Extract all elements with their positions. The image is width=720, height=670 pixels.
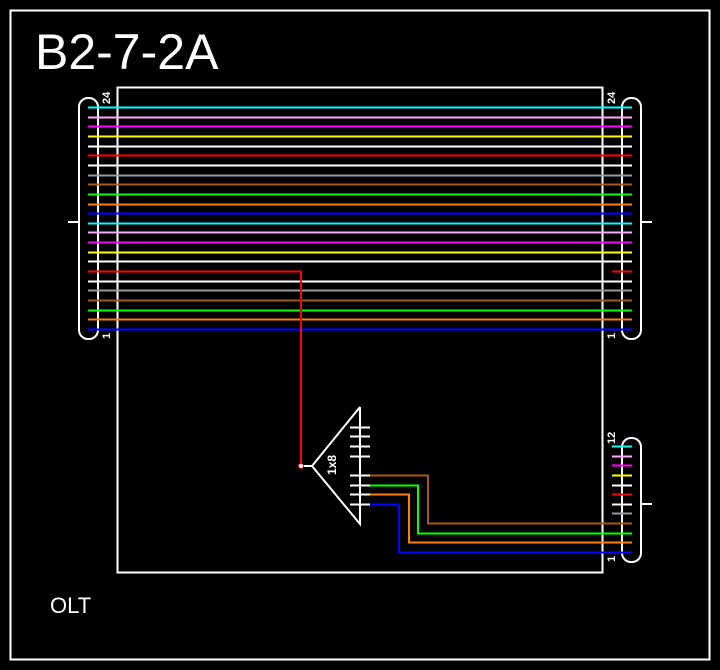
splitter-out-8-to-fiber-1[interactable] <box>364 503 632 554</box>
splitter-body <box>310 406 361 527</box>
cable-in-connector[interactable] <box>78 97 99 340</box>
splitter-label: 1x8 <box>325 455 339 475</box>
diagram-title: B2-7-2A <box>35 24 219 80</box>
splitter-out-5-to-fiber-4[interactable] <box>364 474 632 525</box>
outer-frame <box>9 9 711 661</box>
cable-in-first-label: 1 <box>101 333 113 339</box>
cable-out-connector[interactable] <box>621 437 642 563</box>
cable-through-last-label: 24 <box>606 91 618 104</box>
fiber-7-spliced[interactable] <box>88 270 302 467</box>
cable-through-first-label: 1 <box>606 333 618 339</box>
splice-point[interactable] <box>298 463 304 469</box>
splitter-out-7-to-fiber-2[interactable] <box>364 493 632 544</box>
splitter[interactable]: 1x8 <box>300 406 370 527</box>
cable-out-first-label: 1 <box>606 556 618 562</box>
splitter-out-6-to-fiber-3[interactable] <box>364 484 632 535</box>
location-label: OLT <box>50 593 91 618</box>
cable-in-last-label: 24 <box>101 91 113 104</box>
cable-through-connector[interactable] <box>621 97 642 340</box>
cable-out-last-label: 12 <box>606 432 618 444</box>
